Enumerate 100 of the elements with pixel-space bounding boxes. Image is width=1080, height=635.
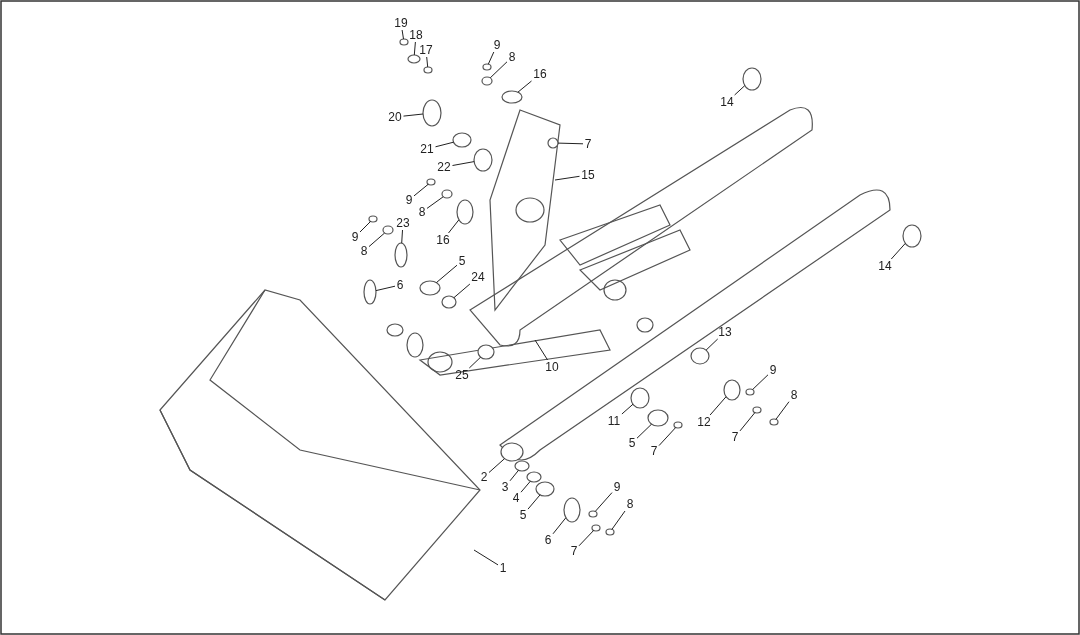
callout-number: 1 (499, 561, 507, 575)
leader-line (488, 458, 506, 473)
leader-line (452, 161, 475, 166)
callout-number: 4 (512, 491, 520, 505)
callout-number: 3 (501, 480, 509, 494)
leader-line (739, 412, 756, 432)
callout-number: 24 (470, 270, 486, 284)
callout-number: 14 (719, 95, 735, 109)
machine-part (481, 76, 493, 86)
callout-number: 6 (396, 278, 404, 292)
machine-part (382, 225, 394, 235)
callout-number: 8 (626, 497, 634, 511)
leader-line (709, 396, 727, 416)
machine-part (742, 67, 762, 91)
leader-line (578, 529, 595, 547)
machine-part (752, 406, 762, 414)
leader-line (468, 356, 482, 369)
machine-part (673, 421, 683, 429)
callout-number: 9 (613, 480, 621, 494)
callout-number: 8 (418, 205, 426, 219)
machine-part (426, 178, 436, 186)
machine-part (769, 418, 779, 426)
leader-line (403, 113, 424, 117)
leader-line (557, 142, 584, 145)
callout-number: 20 (387, 110, 403, 124)
machine-part (477, 344, 495, 360)
machine-part (441, 189, 453, 199)
leader-line (890, 242, 906, 260)
machine-part (500, 442, 524, 462)
machine-part (441, 295, 457, 309)
callout-number: 9 (769, 363, 777, 377)
machine-part (563, 497, 581, 523)
callout-number: 18 (408, 28, 424, 42)
callout-number: 8 (508, 50, 516, 64)
callout-number: 16 (435, 233, 451, 247)
leader-line (401, 229, 403, 244)
leader-line (453, 283, 471, 299)
callout-number: 7 (570, 544, 578, 558)
machine-part (647, 409, 669, 427)
leader-line (473, 549, 499, 566)
callout-number: 5 (628, 436, 636, 450)
machine-part (547, 137, 559, 149)
machine-part (605, 528, 615, 536)
leader-line (517, 80, 532, 93)
leader-line (552, 517, 567, 535)
leader-line (426, 56, 429, 68)
machine-part (456, 199, 474, 225)
leader-line (520, 480, 531, 493)
leader-line (658, 427, 677, 447)
callout-number: 9 (405, 193, 413, 207)
machine-part (368, 215, 378, 223)
callout-number: 15 (580, 168, 596, 182)
leader-line (359, 220, 372, 233)
machine-part (501, 90, 523, 104)
machine-part (588, 510, 598, 518)
callout-number: 8 (790, 388, 798, 402)
callout-number: 7 (584, 137, 592, 151)
leader-line (594, 492, 613, 512)
callout-number: 19 (393, 16, 409, 30)
callout-number: 5 (519, 508, 527, 522)
leader-line (368, 232, 386, 248)
callout-number: 22 (436, 160, 452, 174)
leader-line (752, 374, 769, 391)
callout-number: 2 (480, 470, 488, 484)
machine-part (902, 224, 922, 248)
leader-line (487, 51, 495, 65)
leader-line (621, 403, 634, 415)
machine-part (407, 54, 421, 64)
callout-number: 13 (717, 325, 733, 339)
callout-number: 14 (877, 259, 893, 273)
callout-number: 9 (493, 38, 501, 52)
machine-part (630, 387, 650, 409)
machine-part (399, 38, 409, 46)
callout-number: 12 (696, 415, 712, 429)
machine-part (419, 280, 441, 296)
leader-line (413, 41, 416, 56)
machine-part (423, 66, 433, 74)
leader-line (509, 469, 519, 482)
machine-part (535, 481, 555, 497)
machine-part (723, 379, 741, 401)
callout-number: 10 (544, 360, 560, 374)
machine-part (591, 524, 601, 532)
machine-part (394, 242, 408, 268)
callout-number: 16 (532, 67, 548, 81)
machine-part (690, 347, 710, 365)
machine-part (526, 471, 542, 483)
callout-number: 25 (454, 368, 470, 382)
leader-line (611, 510, 626, 530)
callout-number: 6 (544, 533, 552, 547)
leader-line (527, 494, 541, 510)
callout-number: 8 (360, 244, 368, 258)
callout-number: 11 (606, 414, 622, 428)
leader-line (534, 339, 549, 361)
leader-line (448, 219, 460, 234)
leader-line (775, 401, 790, 420)
leader-line (734, 85, 746, 96)
leader-line (375, 285, 396, 292)
callout-number: 7 (731, 430, 739, 444)
leader-line (435, 141, 454, 148)
callout-number: 5 (458, 254, 466, 268)
